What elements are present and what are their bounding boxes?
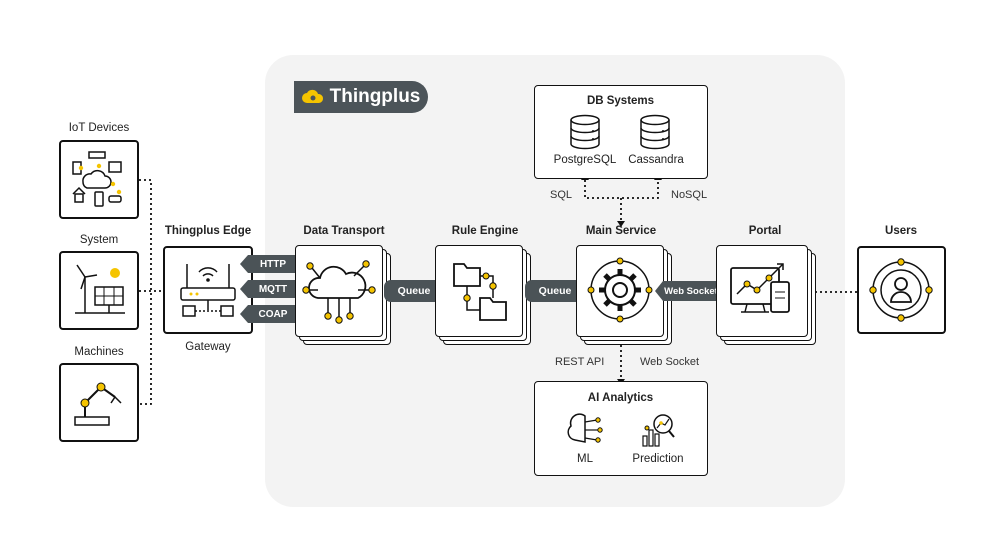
ai-analytics-box: AI Analytics ML Prediction xyxy=(534,381,708,476)
user-icon xyxy=(869,258,933,322)
queue-1-tag: Queue xyxy=(384,280,444,302)
data-transport-stack xyxy=(295,245,391,345)
edge-title: Thingplus Edge xyxy=(164,225,252,237)
cloud-logo-icon xyxy=(301,89,323,103)
data-transport-title: Data Transport xyxy=(303,225,385,237)
http-protocol-tag: HTTP xyxy=(240,255,306,273)
ai-analytics-title: AI Analytics xyxy=(587,392,654,404)
edge-gateway-box xyxy=(163,246,253,334)
queue-2-tag: Queue xyxy=(525,280,585,302)
users-title: Users xyxy=(885,225,917,237)
portal-title: Portal xyxy=(748,225,782,237)
main-service-stack xyxy=(576,245,672,345)
robot-arm-icon xyxy=(74,382,122,426)
portal-stack xyxy=(716,245,816,345)
main-service-box xyxy=(576,245,664,337)
brand-name: Thingplus xyxy=(329,86,421,107)
websocket-tag: Web Socket xyxy=(655,281,727,301)
iot-devices-label: IoT Devices xyxy=(68,122,130,134)
iot-devices-icon xyxy=(72,151,122,207)
db-systems-box: DB Systems PostgreSQL Cassandra xyxy=(534,85,708,179)
db-systems-title: DB Systems xyxy=(586,95,655,107)
prediction-label: Prediction xyxy=(632,453,684,465)
mqtt-protocol-tag: MQTT xyxy=(240,280,306,298)
gear-icon xyxy=(587,257,653,323)
coap-protocol-tag: COAP xyxy=(240,305,306,323)
cassandra-label: Cassandra xyxy=(628,154,684,166)
dashboard-monitor-icon xyxy=(730,263,790,313)
brain-network-icon xyxy=(567,413,603,443)
data-transport-box xyxy=(295,245,383,337)
sql-label: SQL xyxy=(550,189,573,201)
system-box xyxy=(59,251,139,330)
machines-label: Machines xyxy=(74,346,124,358)
cassandra-database-icon xyxy=(640,114,670,150)
rule-engine-title: Rule Engine xyxy=(451,225,519,237)
ai-websocket-label: Web Socket xyxy=(640,356,700,368)
postgresql-label: PostgreSQL xyxy=(553,154,617,166)
rule-engine-stack xyxy=(435,245,531,345)
gateway-router-icon xyxy=(180,264,236,317)
iot-devices-box xyxy=(59,140,139,219)
ml-label: ML xyxy=(577,453,593,465)
main-service-title: Main Service xyxy=(585,225,657,237)
rule-engine-box xyxy=(435,245,523,337)
prediction-chart-icon xyxy=(642,414,675,447)
portal-box xyxy=(716,245,808,337)
users-box xyxy=(857,246,946,334)
rest-api-label: REST API xyxy=(555,356,605,368)
machines-box xyxy=(59,363,139,442)
edge-caption: Gateway xyxy=(185,341,231,353)
folder-flow-icon xyxy=(453,263,507,321)
cloud-network-icon xyxy=(302,260,376,324)
nosql-label: NoSQL xyxy=(671,189,708,201)
solar-wind-icon xyxy=(75,264,125,314)
thingplus-logo: Thingplus xyxy=(294,81,428,113)
postgresql-database-icon xyxy=(570,114,600,150)
system-label: System xyxy=(79,234,119,246)
